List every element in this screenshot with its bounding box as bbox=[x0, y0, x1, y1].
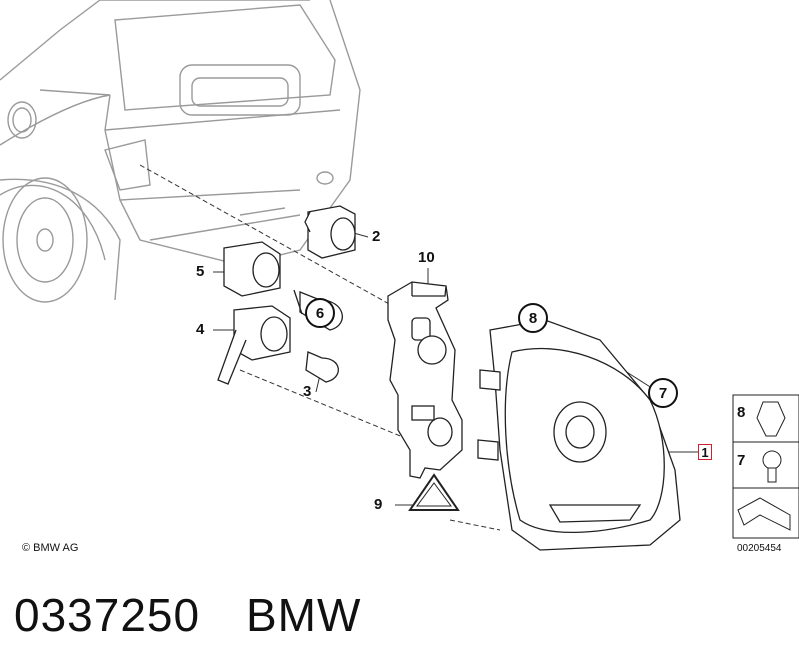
part-number: 0337250 bbox=[14, 589, 201, 641]
tail-light-1 bbox=[477, 319, 681, 551]
callout-9: 9 bbox=[374, 496, 383, 513]
bulb-carrier-10 bbox=[387, 281, 463, 479]
callout-2: 2 bbox=[372, 228, 381, 245]
callout-1-highlighted: 1 bbox=[698, 444, 712, 460]
socket-4 bbox=[217, 305, 291, 385]
callout-3: 3 bbox=[303, 383, 312, 400]
callout-5: 5 bbox=[196, 263, 205, 280]
document-number: 00205454 bbox=[737, 543, 782, 554]
warning-triangle-9 bbox=[408, 473, 460, 511]
legend-label-8: 8 bbox=[737, 404, 746, 421]
legend-box bbox=[732, 394, 799, 539]
copyright-text: © BMW AG bbox=[22, 542, 79, 554]
callout-8: 8 bbox=[518, 303, 548, 333]
callout-6: 6 bbox=[305, 298, 335, 328]
diagram-drawing bbox=[0, 0, 799, 551]
socket-2 bbox=[304, 205, 356, 259]
callout-10: 10 bbox=[418, 249, 435, 266]
leader-lines bbox=[139, 164, 501, 531]
callout-4: 4 bbox=[196, 321, 205, 338]
legend-label-7: 7 bbox=[737, 452, 746, 469]
parts-diagram: 2 5 4 3 10 9 6 8 7 1 8 7 © BMW AG 002054… bbox=[0, 0, 799, 554]
bulb-3 bbox=[305, 351, 339, 383]
callout-7: 7 bbox=[648, 378, 678, 408]
car-rear-outline bbox=[0, 0, 361, 303]
brand-name: BMW bbox=[246, 589, 362, 641]
socket-5 bbox=[223, 241, 281, 297]
